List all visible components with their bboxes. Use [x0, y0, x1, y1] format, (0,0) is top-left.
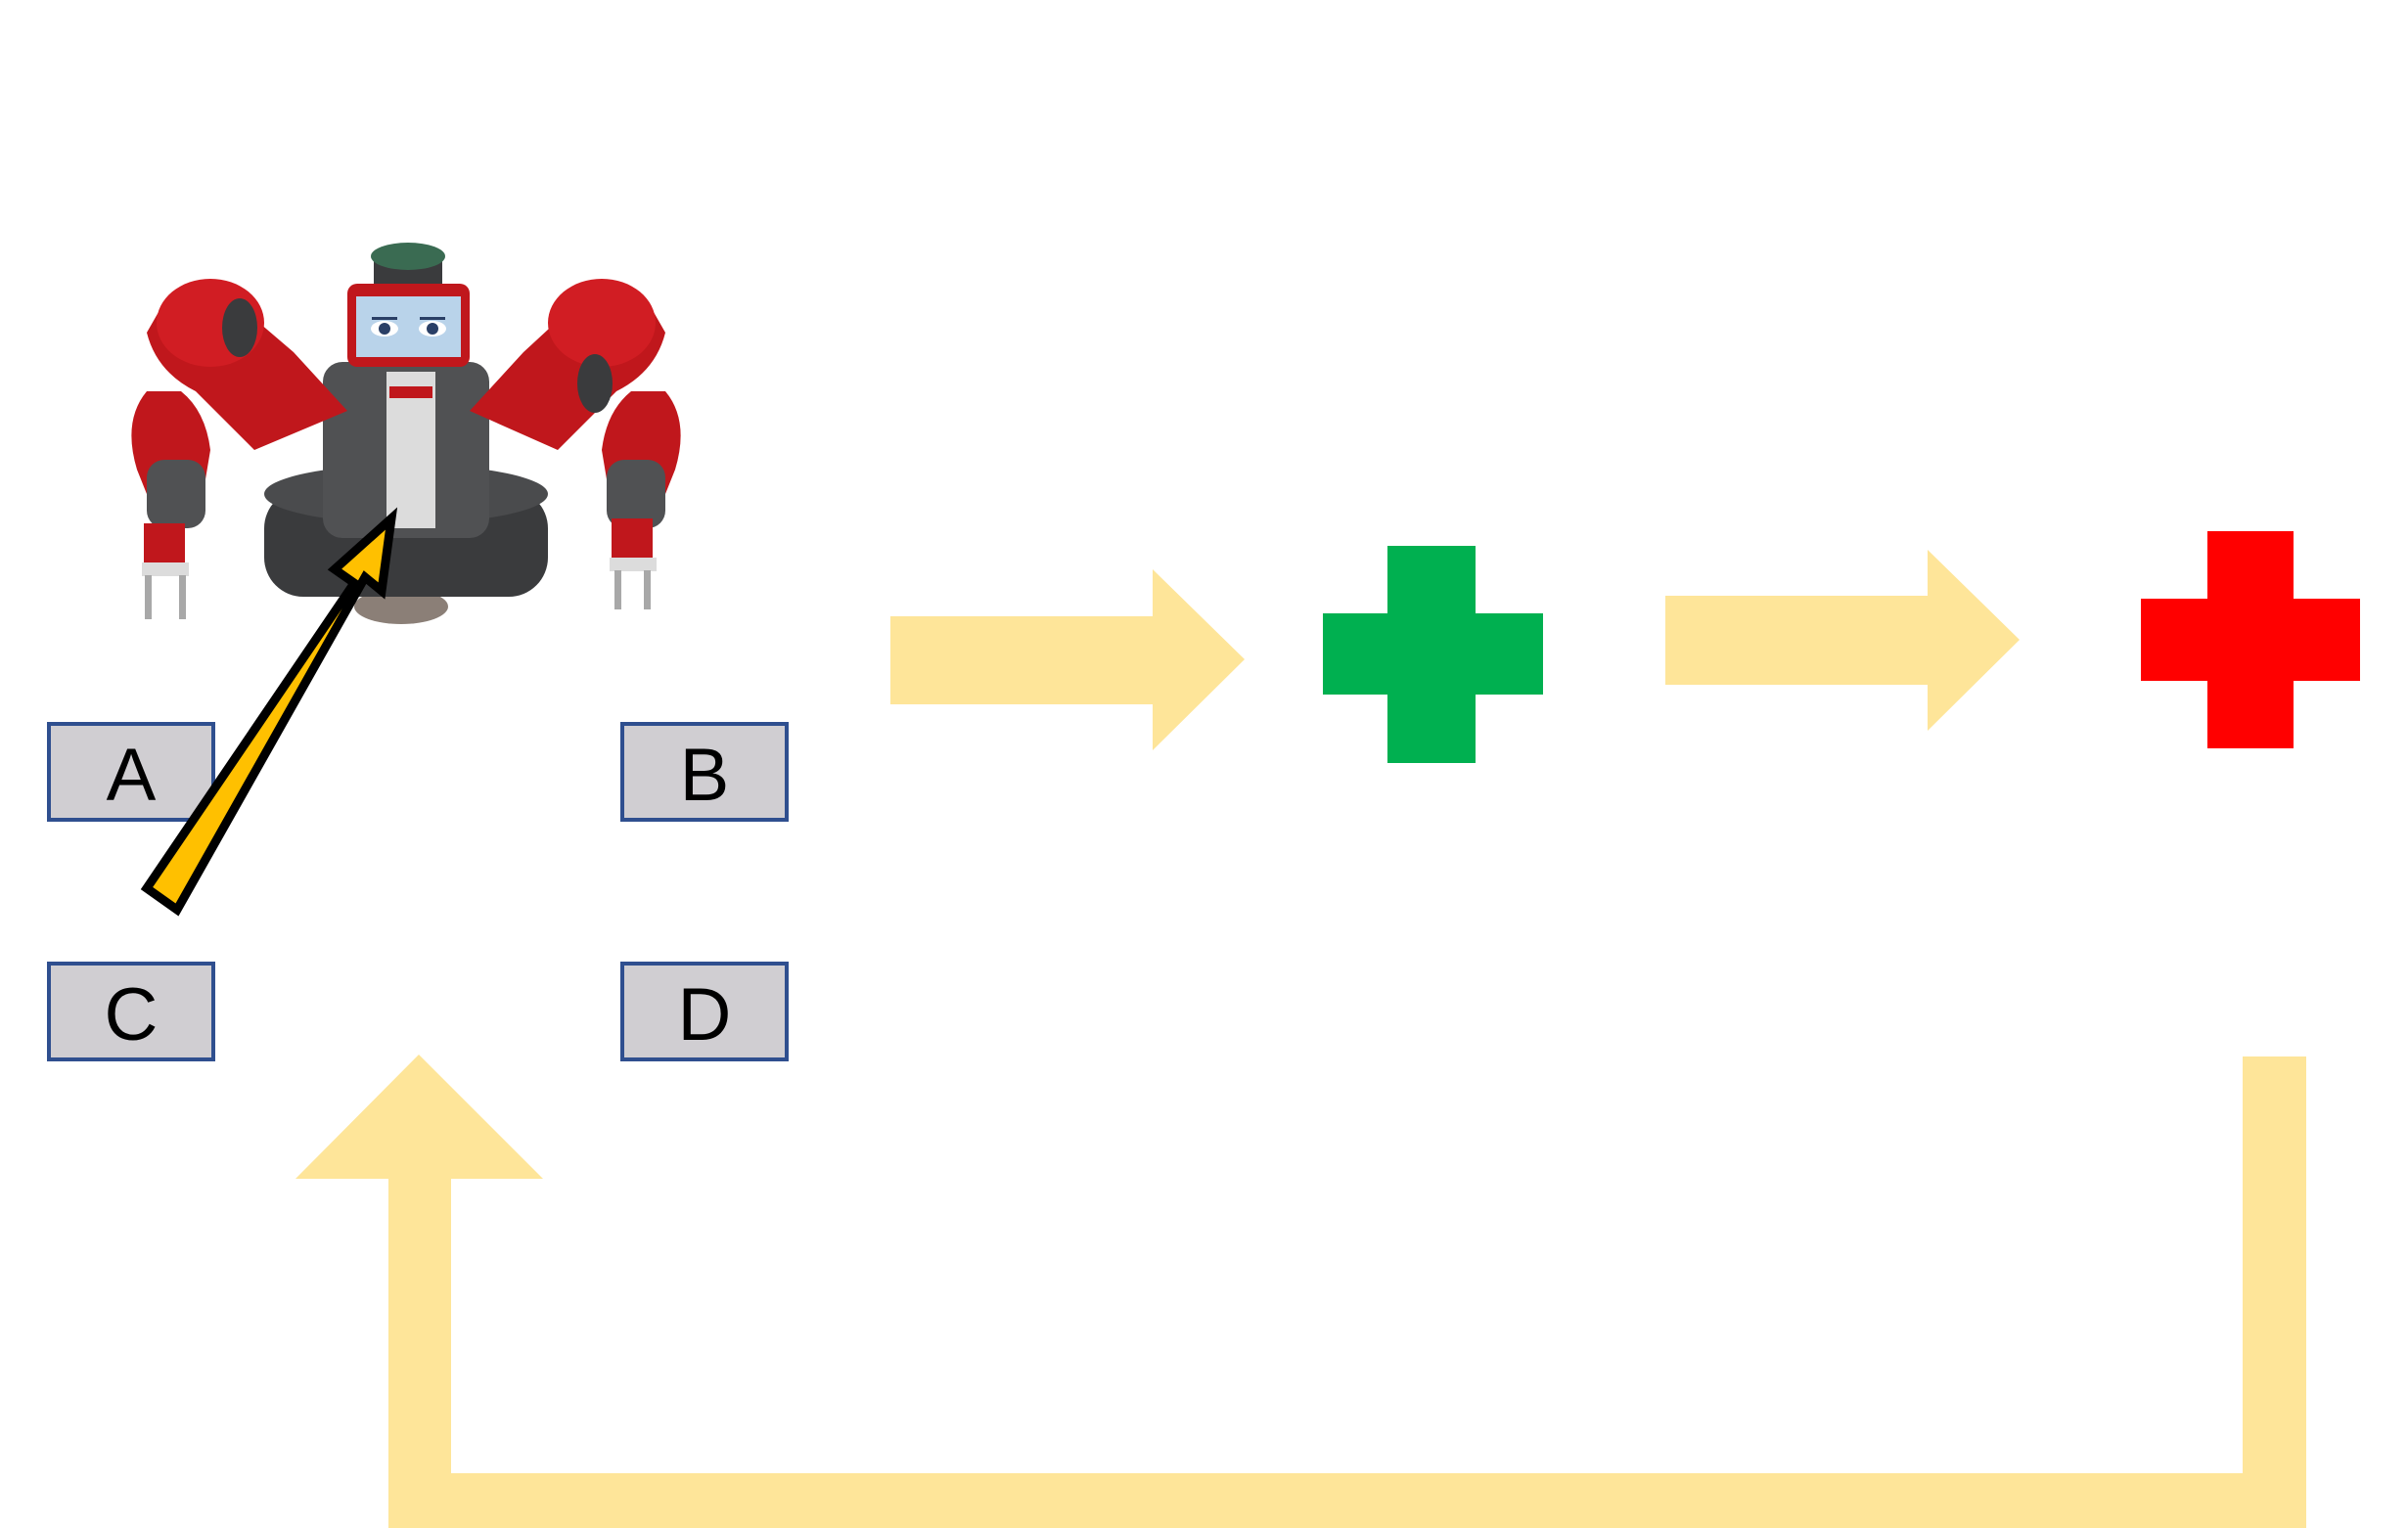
flow-arrow-loop: [295, 1055, 2306, 1528]
box-c: C: [47, 962, 215, 1061]
box-c-label: C: [105, 973, 159, 1056]
pointer-arrow: [140, 507, 398, 917]
box-b-label: B: [680, 734, 730, 817]
box-d-label: D: [678, 973, 732, 1056]
robot-icon: [131, 243, 681, 624]
green-plus-icon: [1323, 546, 1543, 763]
box-a: A: [47, 722, 215, 822]
box-b: B: [620, 722, 789, 822]
red-plus-icon: [2141, 531, 2360, 748]
box-a-label: A: [107, 734, 157, 817]
box-d: D: [620, 962, 789, 1061]
flow-arrow-right-2: [1665, 550, 2020, 731]
flow-arrow-right-1: [890, 569, 1245, 750]
